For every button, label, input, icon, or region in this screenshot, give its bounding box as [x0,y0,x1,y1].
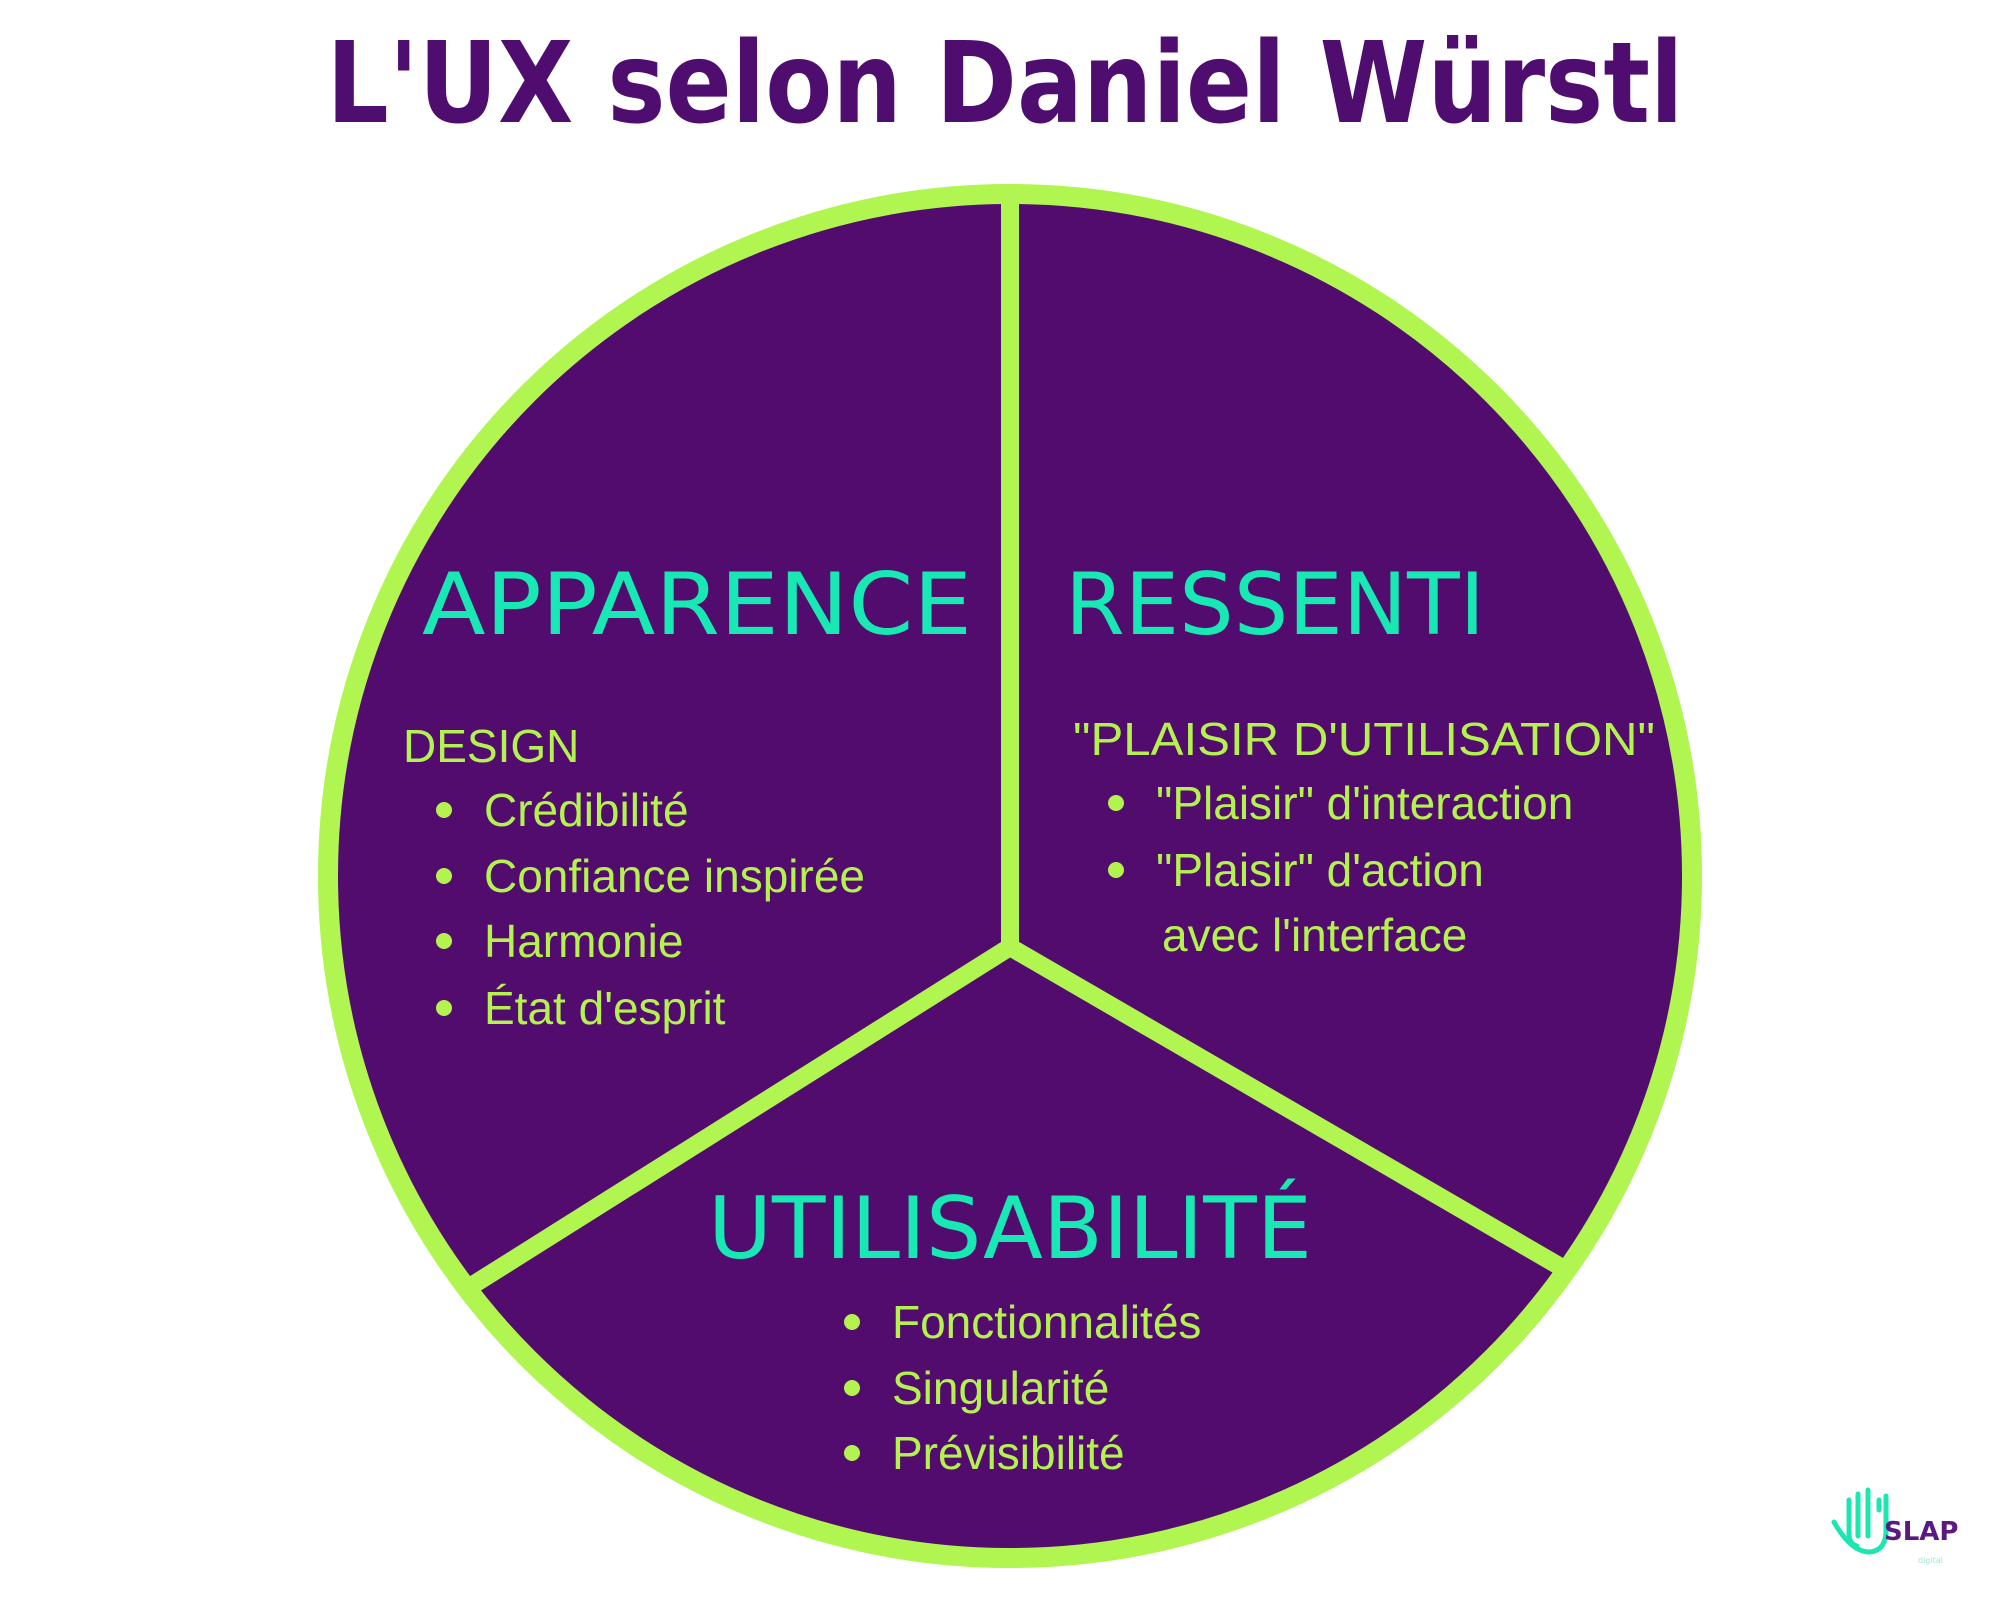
list-item-continuation: avec l'interface [1162,909,1467,961]
divider-left [463,939,1015,1296]
bullet-icon [844,1380,860,1396]
list-item: Harmonie [484,915,683,967]
hand-icon [1831,1487,1889,1555]
logo-text: SLAP [1884,1517,1958,1547]
section-utilisabilite: UTILISABILITÉ Fonctionnalités Singularit… [708,1178,1312,1479]
list-item: Crédibilité [484,784,689,836]
divider-right [1005,939,1571,1278]
page-title: L'UX selon Daniel Würstl [327,19,1684,149]
section-heading: RESSENTI [1065,555,1485,655]
section-ressenti: RESSENTI "PLAISIR D'UTILISATION" "Plaisi… [1065,555,1655,961]
list-item: Confiance inspirée [484,850,865,902]
section-subheading: DESIGN [403,720,579,772]
list-item: Fonctionnalités [892,1296,1201,1348]
section-heading: UTILISABILITÉ [708,1178,1312,1279]
bullet-icon [1108,862,1124,878]
list-item: État d'esprit [484,982,726,1034]
list-item: Prévisibilité [892,1427,1125,1479]
section-heading: APPARENCE [422,555,972,655]
list-item: Singularité [892,1362,1109,1414]
section-apparence: APPARENCE DESIGN Crédibilité Confiance i… [403,555,972,1034]
bullet-icon [1108,795,1124,811]
list-item: "Plaisir" d'interaction [1156,777,1573,829]
bullet-icon [436,802,452,818]
bullet-icon [844,1314,860,1330]
section-subheading: "PLAISIR D'UTILISATION" [1073,713,1655,765]
dividers [463,186,1571,1296]
bullet-icon [436,868,452,884]
list-item: "Plaisir" d'action [1156,844,1484,896]
bullet-icon [436,933,452,949]
bullet-icon [436,1000,452,1016]
logo-tagline: digital [1918,1556,1943,1565]
slap-logo: SLAP digital [1831,1487,1958,1565]
bullet-icon [844,1445,860,1461]
